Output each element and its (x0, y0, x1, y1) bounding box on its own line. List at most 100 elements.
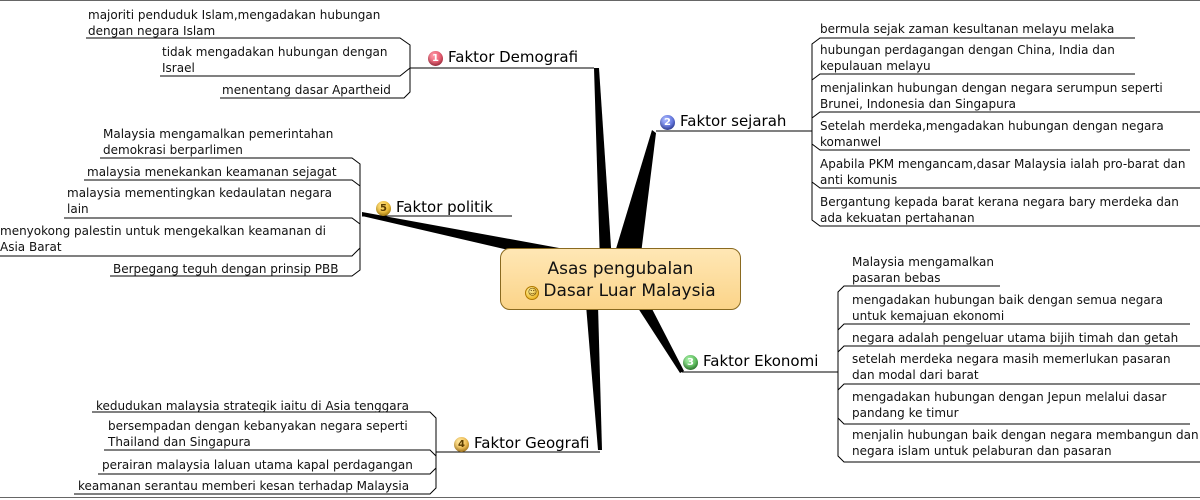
leaf-demografi-0[interactable]: majoriti penduduk Islam,mengadakan hubun… (88, 7, 380, 39)
leaf-sejarah-1[interactable]: hubungan perdagangan dengan China, India… (820, 42, 1115, 74)
leaf-text-line: Asia Barat (0, 240, 62, 254)
branch-faktor-politik[interactable]: 5 Faktor politik (376, 198, 493, 216)
leaf-line-politik-1 (84, 179, 361, 216)
leaf-sejarah-4[interactable]: Apabila PKM mengancam,dasar Malaysia ial… (820, 156, 1200, 188)
leaf-text-line: kedudukan malaysia strategik iaitu di As… (96, 399, 409, 413)
leaf-text-line: majoriti penduduk Islam,mengadakan hubun… (88, 8, 381, 22)
leaf-text-line: menjalin hubungan baik dengan negara mem… (852, 428, 1199, 442)
leaf-text-line: untuk kemajuan ekonomi (852, 309, 1005, 323)
leaf-ekonomi-4[interactable]: mengadakan hubungan dengan Jepun melalui… (852, 389, 1166, 421)
branch-label: Faktor Ekonomi (703, 352, 819, 370)
central-topic-line2: Dasar Luar Malaysia (543, 281, 716, 301)
leaf-line-demografi-1 (160, 67, 411, 77)
leaf-text-line: demokrasi berparlimen (103, 143, 243, 157)
leaf-line-sejarah-2 (811, 111, 1200, 131)
leaf-text-line: negara adalah pengeluar utama bijih tima… (852, 331, 1179, 345)
leaf-geografi-1[interactable]: bersempadan dengan kebanyakan negara sep… (108, 418, 408, 450)
leaf-line-geografi-0 (92, 411, 437, 452)
bottom-border (0, 497, 1200, 498)
leaf-text-line: Apabila PKM mengancam,dasar Malaysia ial… (820, 157, 1186, 171)
leaf-line-geografi-3 (74, 452, 437, 495)
leaf-text-line: keamanan serantau memberi kesan terhadap… (78, 479, 410, 493)
leaf-text-line: kepulauan melayu (820, 59, 931, 73)
central-topic-line2-wrap: ☺Dasar Luar Malaysia (501, 280, 740, 302)
leaf-demografi-2[interactable]: menentang dasar Apartheid (222, 82, 391, 98)
leaf-line-politik-4 (110, 216, 361, 277)
leaf-text-line: Setelah merdeka,mengadakan hubungan deng… (820, 119, 1164, 133)
leaf-text-line: lain (67, 202, 89, 216)
leaf-text-line: setelah merdeka negara masih memerlukan … (852, 352, 1171, 366)
leaf-politik-1[interactable]: malaysia menekankan keamanan sejagat (87, 164, 337, 180)
leaf-text-line: menentang dasar Apartheid (222, 83, 391, 97)
leaf-text-line: pasaran bebas (852, 271, 941, 285)
leaf-text-line: tidak mengadakan hubungan dengan (162, 45, 388, 59)
leaf-line-ekonomi-1 (837, 323, 1190, 372)
number-badge-icon: 1 (428, 51, 443, 66)
leaf-politik-0[interactable]: Malaysia mengamalkan pemerintahan demokr… (103, 126, 333, 158)
leaf-politik-3[interactable]: menyokong palestin untuk mengekalkan kea… (0, 223, 326, 255)
branch-label: Faktor politik (396, 198, 493, 216)
leaf-text-line: komanwel (820, 135, 882, 149)
leaf-text-line: Malaysia mengamalkan pemerintahan (103, 127, 334, 141)
leaf-geografi-0[interactable]: kedudukan malaysia strategik iaitu di As… (96, 398, 409, 414)
leaf-line-geografi-1 (104, 449, 437, 458)
leaf-text-line: ada kekuatan pertahanan (820, 211, 975, 225)
leaf-demografi-1[interactable]: tidak mengadakan hubungan dengan Israel (162, 44, 388, 76)
leaf-line-sejarah-1 (811, 73, 1135, 131)
leaf-text-line: pandang ke timur (852, 406, 959, 420)
leaf-politik-4[interactable]: Berpegang teguh dengan prinsip PBB (113, 261, 339, 277)
branch-faktor-ekonomi[interactable]: 3 Faktor Ekonomi (683, 352, 818, 370)
leaf-sejarah-3[interactable]: Setelah merdeka,mengadakan hubungan deng… (820, 118, 1164, 150)
leaf-text-line: Israel (162, 61, 195, 75)
trunk-demografi (594, 68, 612, 262)
central-topic[interactable]: Asas pengubalan ☺Dasar Luar Malaysia (500, 248, 741, 310)
leaf-line-ekonomi-2 (837, 345, 1200, 372)
branch-faktor-sejarah[interactable]: 2 Faktor sejarah (660, 112, 786, 130)
leaf-sejarah-5[interactable]: Bergantung kepada barat kerana negara ba… (820, 194, 1200, 226)
leaf-ekonomi-1[interactable]: mengadakan hubungan baik dengan semua ne… (852, 292, 1163, 324)
leaf-ekonomi-2[interactable]: negara adalah pengeluar utama bijih tima… (852, 330, 1200, 346)
leaf-text-line: Berpegang teguh dengan prinsip PBB (113, 262, 339, 276)
branch-label: Faktor sejarah (680, 112, 787, 130)
leaf-text-line: mengadakan hubungan baik dengan semua ne… (852, 293, 1163, 307)
leaf-text-line: menyokong palestin untuk mengekalkan kea… (0, 224, 326, 238)
trunk-geografi (586, 305, 602, 450)
central-topic-line1: Asas pengubalan (547, 259, 694, 279)
leaf-text-line: anti komunis (820, 173, 898, 187)
top-border (0, 0, 1200, 1)
leaf-ekonomi-5[interactable]: menjalin hubungan baik dengan negara mem… (852, 427, 1200, 459)
leaf-text-line: malaysia menekankan keamanan sejagat (87, 165, 337, 179)
leaf-line-demografi-2 (220, 68, 411, 99)
leaf-text-line: mengadakan hubungan dengan Jepun melalui… (852, 390, 1167, 404)
leaf-geografi-3[interactable]: keamanan serantau memberi kesan terhadap… (78, 478, 409, 494)
leaf-ekonomi-3[interactable]: setelah merdeka negara masih memerlukan … (852, 351, 1171, 383)
leaf-text-line: Malaysia mengamalkan (852, 255, 994, 269)
number-badge-icon: 5 (376, 201, 391, 216)
leaf-sejarah-2[interactable]: menjalinkan hubungan dengan negara serum… (820, 80, 1163, 112)
leaf-text-line: menjalinkan hubungan dengan negara serum… (820, 81, 1163, 95)
leaf-text-line: bersempadan dengan kebanyakan negara sep… (108, 419, 408, 433)
number-badge-icon: 2 (660, 115, 675, 130)
leaf-text-line: dan modal dari barat (852, 368, 979, 382)
leaf-sejarah-0[interactable]: bermula sejak zaman kesultanan melayu me… (820, 21, 1114, 37)
leaf-text-line: malaysia mementingkan kedaulatan negara (67, 186, 333, 200)
leaf-geografi-2[interactable]: perairan malaysia laluan utama kapal per… (102, 457, 413, 473)
number-badge-icon: 3 (683, 355, 698, 370)
leaf-politik-2[interactable]: malaysia mementingkan kedaulatan negara … (67, 185, 332, 217)
leaf-line-sejarah-5 (811, 131, 1200, 227)
smiley-icon: ☺ (525, 286, 540, 300)
leaf-text-line: Thailand dan Singapura (108, 435, 251, 449)
leaf-line-demografi-0 (86, 37, 411, 68)
leaf-ekonomi-0[interactable]: Malaysia mengamalkan pasaran bebas (852, 254, 994, 286)
leaf-text-line: negara islam untuk pelaburan dan pasaran (852, 444, 1112, 458)
leaf-text-line: bermula sejak zaman kesultanan melayu me… (820, 22, 1115, 36)
leaf-text-line: dengan negara Islam (88, 24, 216, 38)
trunk-sejarah (612, 130, 656, 262)
leaf-line-ekonomi-5 (837, 372, 1200, 463)
branch-label: Faktor Geografi (474, 434, 590, 452)
leaf-text-line: Brunei, Indonesia dan Singapura (820, 97, 1016, 111)
leaf-text-line: perairan malaysia laluan utama kapal per… (102, 458, 413, 472)
